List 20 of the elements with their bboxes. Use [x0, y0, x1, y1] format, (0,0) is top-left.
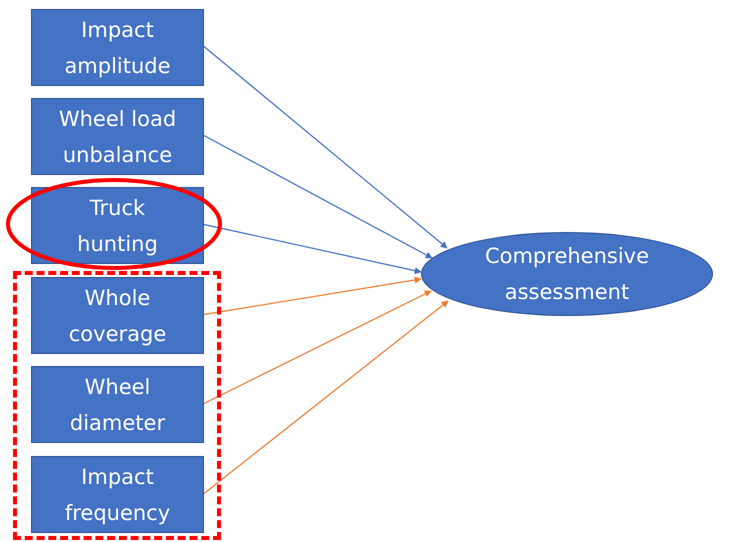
arrow	[204, 134, 433, 259]
factor-box	[31, 187, 204, 264]
factor-box	[31, 98, 204, 175]
node-label: Impact frequency	[64, 464, 172, 526]
factor-box	[31, 277, 204, 354]
factor-box	[31, 456, 204, 533]
node-label: Whole coverage	[68, 284, 168, 348]
factor-box	[31, 9, 204, 86]
arrow	[204, 276, 422, 316]
node-label: Wheel load unbalance	[58, 106, 178, 168]
node-label: Impact amplitude	[63, 16, 172, 80]
factor-box	[31, 366, 204, 443]
arrow	[204, 46, 448, 248]
dashed-highlight-frame	[13, 271, 221, 540]
arrow	[204, 224, 422, 274]
arrow	[204, 300, 449, 494]
node-label: Wheel diameter	[68, 374, 166, 436]
node-label: Comprehensive assessment	[484, 243, 650, 306]
node-label: Truck hunting	[76, 194, 159, 258]
arrow	[204, 290, 432, 404]
